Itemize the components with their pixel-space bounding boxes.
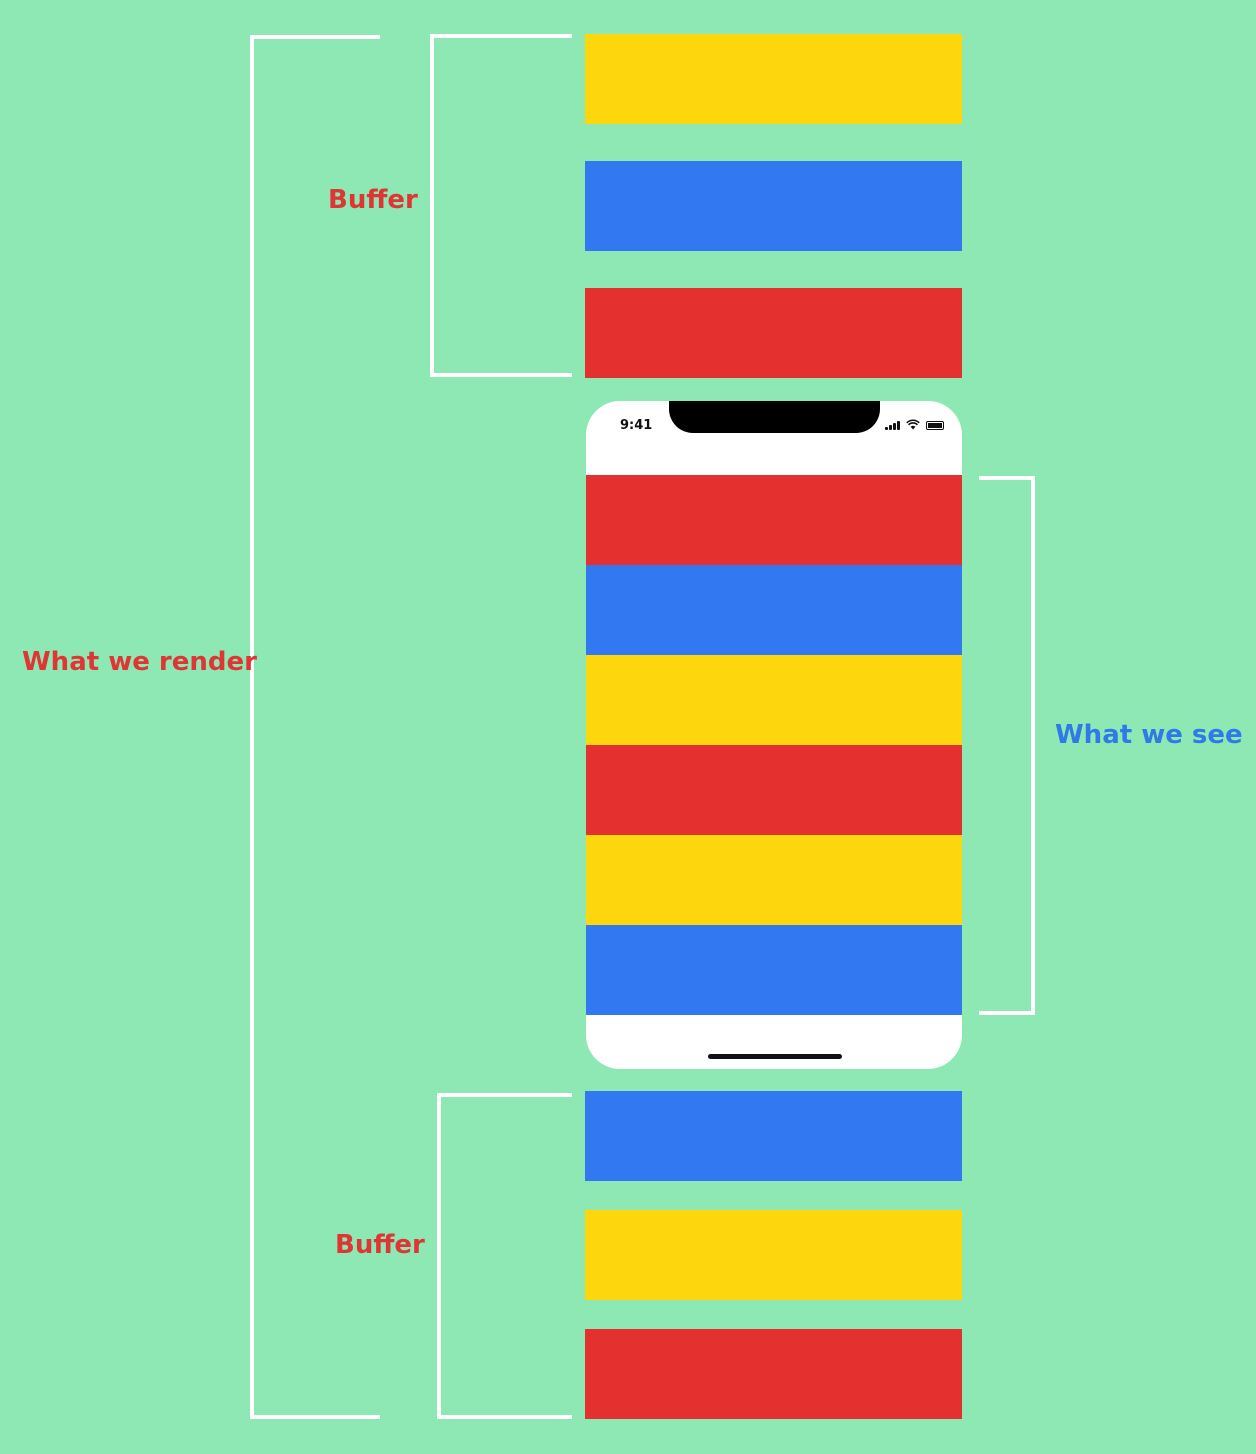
top-buffer-row-3 bbox=[585, 288, 962, 378]
visible-row-2 bbox=[586, 565, 962, 655]
render-bracket bbox=[250, 35, 380, 1419]
what-we-render-label: What we render bbox=[22, 647, 257, 677]
bottom-buffer-bracket bbox=[437, 1093, 572, 1419]
visible-bracket bbox=[979, 476, 1035, 1015]
visible-row-4 bbox=[586, 745, 962, 835]
status-icons bbox=[885, 419, 944, 430]
bottom-buffer-row-1 bbox=[585, 1091, 962, 1181]
phone-notch bbox=[669, 401, 880, 433]
bottom-buffer-row-3 bbox=[585, 1329, 962, 1419]
phone-frame: 9:41 bbox=[586, 401, 962, 1069]
top-buffer-row-1 bbox=[585, 34, 962, 124]
cellular-signal-icon bbox=[885, 420, 900, 430]
top-buffer-row-2 bbox=[585, 161, 962, 251]
battery-icon bbox=[926, 421, 944, 430]
top-buffer-label: Buffer bbox=[328, 185, 418, 215]
visible-row-1 bbox=[586, 475, 962, 565]
status-time: 9:41 bbox=[620, 418, 653, 433]
visible-row-3 bbox=[586, 655, 962, 745]
visible-row-6 bbox=[586, 925, 962, 1015]
bottom-buffer-label: Buffer bbox=[335, 1230, 425, 1260]
bottom-buffer-row-2 bbox=[585, 1210, 962, 1300]
wifi-icon bbox=[906, 419, 920, 430]
what-we-see-label: What we see bbox=[1055, 720, 1243, 750]
top-buffer-bracket bbox=[430, 34, 572, 377]
home-indicator bbox=[708, 1054, 842, 1059]
visible-row-5 bbox=[586, 835, 962, 925]
